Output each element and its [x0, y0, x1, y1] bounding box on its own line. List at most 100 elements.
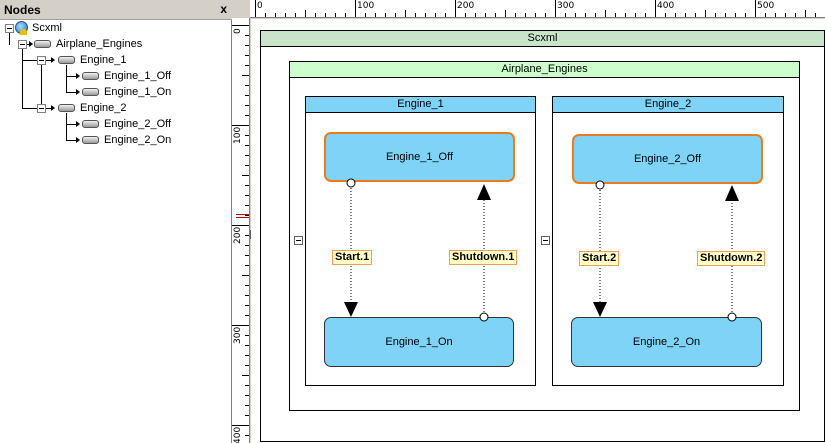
ruler-label: 300 [557, 1, 575, 11]
ruler-tick [245, 65, 249, 66]
state-engine-2-on[interactable]: Engine_2_On [571, 317, 762, 367]
ruler-tick [435, 13, 436, 17]
ruler-tick [375, 13, 376, 17]
ruler-tick [495, 13, 496, 17]
collapse-engine-1-button[interactable] [541, 236, 550, 245]
ruler-tick [245, 315, 249, 316]
close-panel-button[interactable]: x [220, 2, 227, 16]
ruler-tick [735, 13, 736, 17]
ruler-tick [245, 205, 249, 206]
ruler-tick [405, 10, 406, 17]
ruler-tick [695, 13, 696, 17]
ruler-tick [485, 13, 486, 17]
ruler-tick [245, 395, 249, 396]
transition-start-2-source [595, 180, 605, 190]
tree-item-scxml[interactable]: Scxml [14, 20, 94, 36]
arrow-icon [76, 89, 80, 95]
arrow-icon [29, 41, 33, 47]
state-node-icon [82, 88, 99, 96]
ruler-label: 200 [457, 1, 475, 11]
transition-shutdown-2-label[interactable]: Shutdown.2 [697, 251, 766, 266]
state-engine-2-title: Engine_2 [553, 97, 783, 113]
tree-item-engine-2-on[interactable]: Engine_2_On [82, 132, 192, 148]
state-engine-1-title: Engine_1 [306, 97, 535, 113]
ruler-tick [505, 10, 506, 17]
transition-wires [344, 178, 739, 322]
ruler-tick [245, 305, 249, 306]
ruler-tick [245, 155, 249, 156]
ruler-tick [745, 13, 746, 17]
ruler-tick [645, 13, 646, 17]
ruler-tick [615, 13, 616, 17]
ruler-tick [245, 185, 249, 186]
tree-item-engine-1-off[interactable]: Engine_1_Off [82, 68, 192, 84]
transition-shutdown-1-arrowhead [477, 184, 491, 200]
transition-start-1-label[interactable]: Start.1 [332, 250, 373, 265]
ruler-tick [245, 365, 249, 366]
ruler-tick [775, 13, 776, 17]
state-engine-1-off[interactable]: Engine_1_Off [324, 132, 515, 182]
expander-scxml[interactable] [5, 24, 14, 33]
ruler-tick [455, 0, 456, 17]
arrow-icon [76, 137, 80, 143]
ruler-tick [515, 13, 516, 17]
ruler-tick [232, 425, 249, 426]
tree-label-engine-2-on: Engine_2_On [104, 134, 172, 146]
ruler-tick [335, 13, 336, 17]
tree-item-engine-2-off[interactable]: Engine_2_Off [82, 116, 192, 132]
ruler-tick [245, 385, 249, 386]
ruler-tick [715, 13, 716, 17]
ruler-tick [525, 13, 526, 17]
ruler-marker [236, 217, 249, 218]
state-engine-2-off[interactable]: Engine_2_Off [572, 134, 763, 184]
tree-item-engine-1[interactable]: Engine_1 [58, 52, 158, 68]
ruler-tick [255, 0, 256, 17]
ruler-tick [245, 85, 249, 86]
transition-shutdown-2-source [727, 312, 737, 322]
state-engine-1-on[interactable]: Engine_1_On [324, 317, 514, 367]
tree-label-engine-1: Engine_1 [80, 54, 127, 66]
tree-item-engine-2[interactable]: Engine_2 [58, 100, 158, 116]
ruler-label: 300 [233, 326, 243, 344]
expander-engine-2[interactable] [37, 104, 46, 113]
state-engine-2-off-label: Engine_2_Off [633, 153, 702, 165]
ruler-tick [415, 13, 416, 17]
ruler-tick [345, 13, 346, 17]
ruler-tick [555, 0, 556, 17]
collapse-airplane-engines-button[interactable] [294, 236, 303, 245]
node-tree: Scxml Airplane_Engines Engine_1 [0, 20, 232, 443]
tree-item-engine-1-on[interactable]: Engine_1_On [82, 84, 192, 100]
ruler-tick [245, 335, 249, 336]
ruler-tick [595, 13, 596, 17]
ruler-tick [275, 13, 276, 17]
transition-shutdown-1-label[interactable]: Shutdown.1 [449, 250, 518, 265]
ruler-tick [305, 10, 306, 17]
transition-start-2-label[interactable]: Start.2 [579, 251, 620, 266]
ruler-tick [655, 0, 656, 17]
ruler-tick [815, 13, 816, 17]
diagram-canvas[interactable]: Scxml Airplane_Engines Engine_1 Engine_2… [251, 19, 825, 443]
ruler-tick [232, 325, 249, 326]
ruler-tick [245, 115, 249, 116]
person-icon [20, 29, 27, 35]
ruler-tick [245, 45, 249, 46]
nodes-panel-header: Nodes x [0, 0, 232, 20]
tree-item-airplane-engines[interactable]: Airplane_Engines [34, 36, 164, 52]
nodes-panel: Nodes x Scxml Airplane_Engines [0, 0, 232, 443]
expander-engine-1[interactable] [37, 56, 46, 65]
ruler-tick [635, 13, 636, 17]
tree-label-airplane-engines: Airplane_Engines [56, 38, 143, 50]
ruler-tick [245, 135, 249, 136]
ruler-tick [565, 13, 566, 17]
ruler-tick [245, 255, 249, 256]
state-airplane-engines-title: Airplane_Engines [290, 62, 799, 78]
ruler-tick [245, 245, 249, 246]
transition-start-2-arrowhead [593, 302, 607, 317]
state-engine-1-off-label: Engine_1_Off [385, 151, 454, 163]
ruler-tick [575, 13, 576, 17]
state-scxml-title: Scxml [261, 31, 824, 47]
expander-airplane-engines[interactable] [18, 40, 27, 49]
ruler-tick [625, 13, 626, 17]
